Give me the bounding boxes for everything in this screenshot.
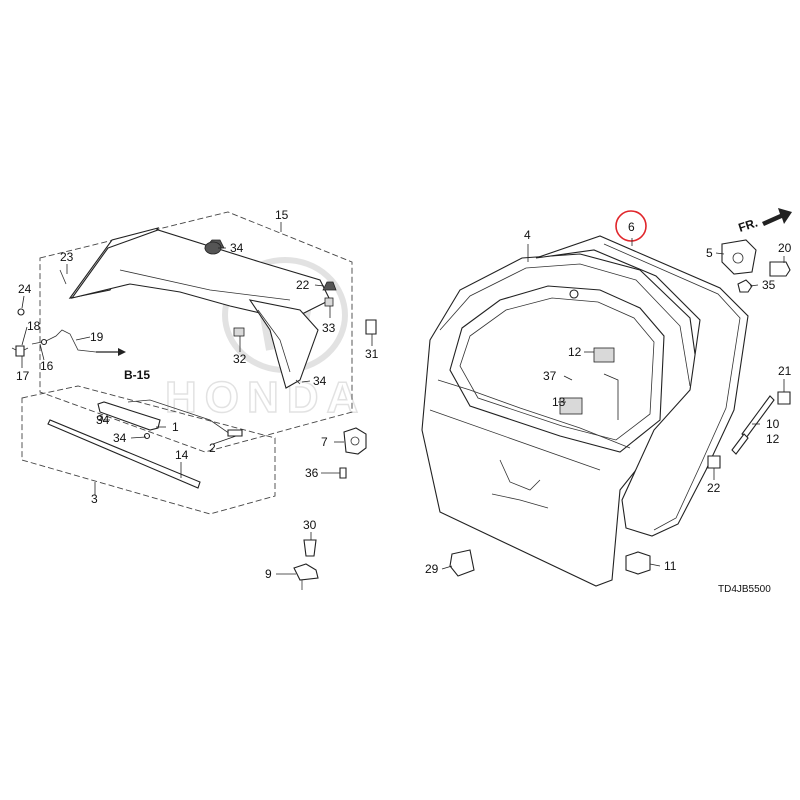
callout-2: 2 — [209, 441, 216, 455]
callout-27: 33 — [322, 321, 336, 335]
callout-14: 13 — [552, 395, 566, 409]
callout-28: 34 — [313, 374, 327, 388]
leader-lines — [21, 222, 785, 575]
tailgate-panel — [421, 253, 701, 587]
callout-33: 24 — [18, 282, 32, 296]
callout-17: 16 — [40, 359, 54, 373]
weatherstrip — [535, 235, 749, 537]
left-fasteners — [11, 269, 97, 357]
diagram-code: TD4JB5500 — [718, 584, 771, 595]
spoiler-group — [39, 211, 353, 453]
callout-22-upper: 21 — [778, 364, 792, 378]
front-arrow: FR. — [737, 208, 792, 235]
callout-12: 12 — [766, 432, 780, 446]
callout-23: 30 — [303, 518, 317, 532]
callout-26: 32 — [233, 352, 247, 366]
callout-16: 15 — [275, 208, 289, 222]
callout-24: 31 — [365, 347, 379, 361]
callout-21: 20 — [778, 241, 792, 255]
callout-1: 1 — [172, 420, 179, 434]
section-ref-label: B-15 — [124, 368, 150, 382]
callout-13: 12 — [568, 345, 582, 359]
callout-31: 22 — [296, 278, 310, 292]
callout-10: 10 — [766, 417, 780, 431]
callout-11: 11 — [664, 559, 677, 573]
callout-7: 7 — [321, 435, 328, 449]
callout-9: 9 — [265, 567, 272, 581]
callout-19: 18 — [27, 319, 41, 333]
watermark-text: HONDA — [165, 373, 366, 422]
front-indicator-label: FR. — [737, 216, 760, 235]
callout-36: 36 — [305, 466, 319, 480]
highlight-circle — [615, 210, 647, 242]
callout-6: 6 — [628, 220, 635, 234]
callout-34-upper: 34 — [96, 413, 110, 427]
callout-20: 19 — [90, 330, 104, 344]
callout-30: 34 — [230, 241, 244, 255]
callout-18: 17 — [16, 369, 30, 383]
callout-34-lower: 34 — [113, 431, 127, 445]
callout-5: 5 — [706, 246, 713, 260]
callout-29: 29 — [425, 562, 439, 576]
callout-4: 4 — [524, 228, 531, 242]
callout-22-lower: 22 — [707, 481, 721, 495]
section-ref-arrow — [96, 348, 126, 356]
garnish-group — [21, 385, 276, 515]
callout-3: 3 — [91, 492, 98, 506]
callout-37: 37 — [543, 369, 557, 383]
callout-35: 35 — [762, 278, 776, 292]
right-parts — [365, 239, 791, 577]
callout-labels: 15 23 24 18 17 16 19 B-15 34 22 33 32 34… — [16, 208, 792, 595]
callout-32: 23 — [60, 250, 74, 264]
callout-15: 14 — [175, 448, 189, 462]
center-parts — [293, 427, 367, 590]
